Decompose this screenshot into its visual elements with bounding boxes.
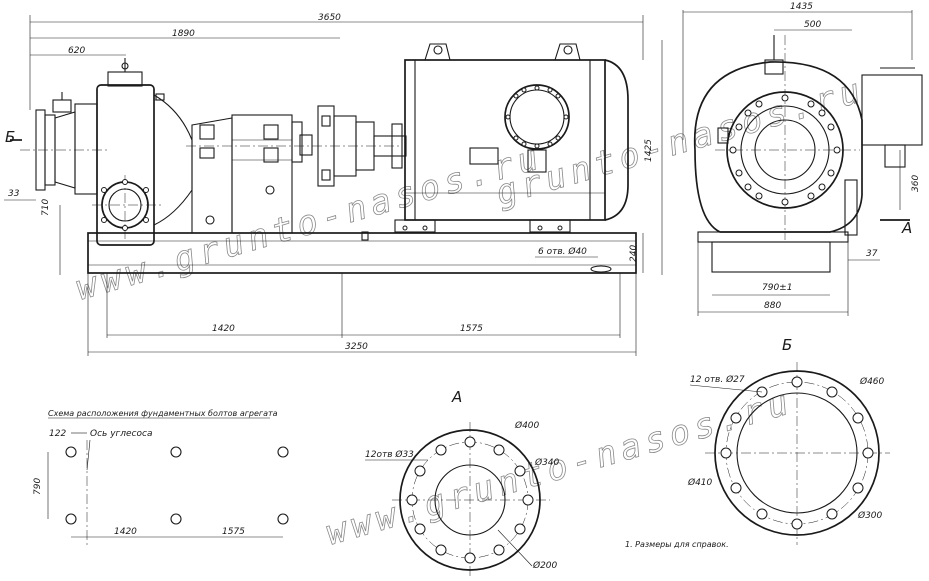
dim-37: 37 — [866, 249, 878, 259]
dim-end-width: 1435 — [790, 2, 813, 12]
section-a-marker: А — [901, 219, 912, 237]
bolt-hole — [170, 513, 182, 525]
dim-base-holes: 6 отв. Ø40 — [538, 246, 587, 257]
bearing-housing — [186, 114, 400, 234]
bolt-hole — [65, 446, 77, 458]
dim-b-d410: Ø410 — [687, 477, 713, 488]
bolt-hole — [277, 513, 289, 525]
dim-620: 620 — [68, 46, 85, 56]
view-b-flange: Б 12 отв. Ø27 Ø460 Ø410 Ø300 — [687, 336, 890, 545]
dim-1575: 1575 — [460, 324, 483, 334]
dim-360: 360 — [911, 175, 921, 192]
dim-710: 710 — [41, 199, 51, 216]
end-view: 1435 500 360 37 790±1 880 А — [682, 2, 923, 316]
watermark-bottom: www.grunto-nasos.ru — [321, 382, 797, 554]
dim-500: 500 — [804, 20, 821, 30]
dim-1420: 1420 — [212, 324, 235, 334]
dim-b-d460: Ø460 — [859, 376, 885, 387]
bolt-hole — [277, 446, 289, 458]
dim-a-d200: Ø200 — [532, 560, 558, 571]
foundation-scheme: Схема расположения фундаментных болтов а… — [33, 409, 289, 545]
reference-note: 1. Размеры для справок. — [625, 540, 729, 549]
dim-880: 880 — [764, 301, 781, 311]
dim-b-holes: 12 отв. Ø27 — [690, 374, 745, 385]
watermark-main: www.grunto-nasos.ru — [71, 137, 547, 309]
dim-a-holes: 12отв Ø33 — [365, 449, 414, 460]
pump-body — [92, 58, 193, 246]
fs-dim-1420: 1420 — [114, 527, 137, 537]
foundation-title: Схема расположения фундаментных болтов а… — [48, 409, 278, 418]
fs-dim-790: 790 — [33, 478, 43, 495]
dim-b-d300: Ø300 — [857, 510, 883, 521]
view-a-flange: А 12отв Ø33 Ø400 Ø340 Ø200 — [365, 388, 560, 578]
view-a-label: А — [451, 388, 462, 406]
bolt-hole — [170, 446, 182, 458]
view-b-label: Б — [782, 336, 792, 354]
motor — [394, 43, 629, 233]
dim-overall-length: 3650 — [318, 13, 341, 23]
dim-790: 790±1 — [762, 283, 792, 293]
dim-1890: 1890 — [172, 29, 195, 39]
view-a-bolts — [406, 436, 534, 564]
section-b-marker: Б — [5, 128, 15, 146]
dim-a-d400: Ø400 — [514, 420, 540, 431]
fs-dim-122: 122 — [49, 429, 66, 439]
dim-base-length: 3250 — [345, 342, 368, 352]
side-dims: 3650 1890 620 1425 710 33 240 6 отв. Ø40… — [4, 13, 663, 356]
view-b-bolts — [720, 376, 874, 530]
motor-box-bolts — [505, 85, 569, 149]
dim-240: 240 — [629, 245, 639, 262]
dim-height: 1425 — [644, 139, 654, 162]
bolt-hole — [65, 513, 77, 525]
fs-axis-label: Ось углесоса — [90, 429, 152, 439]
coupling — [317, 105, 407, 187]
side-view: 3650 1890 620 1425 710 33 240 6 отв. Ø40… — [4, 13, 663, 356]
dim-33: 33 — [8, 189, 20, 199]
inlet-flange — [20, 92, 108, 195]
end-view-bolts — [729, 94, 841, 206]
motor-terminal-box — [861, 74, 923, 146]
dim-a-d340: Ø340 — [534, 457, 560, 468]
fs-dim-1575: 1575 — [222, 527, 245, 537]
